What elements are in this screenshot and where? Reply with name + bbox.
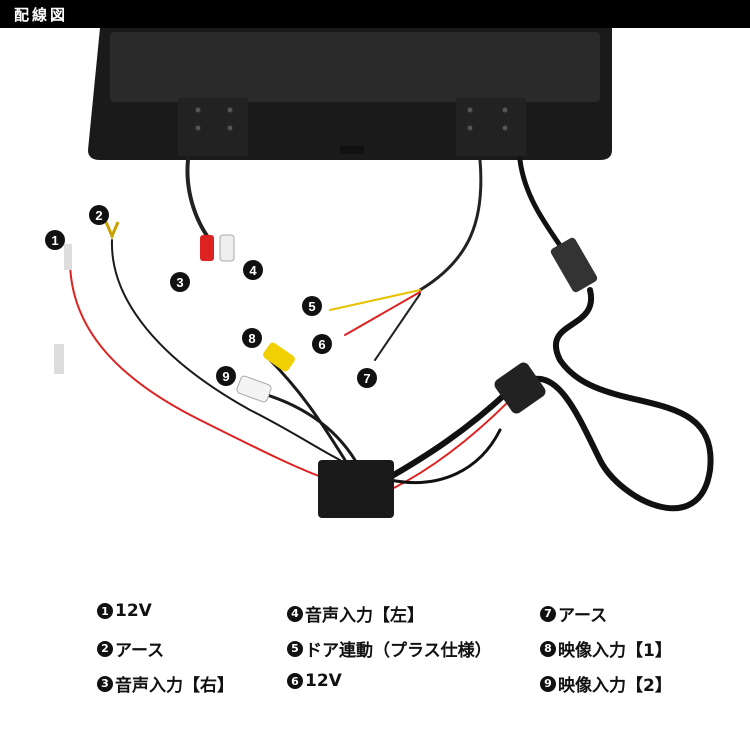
number-badge: 4 (287, 605, 303, 622)
svg-text:6: 6 (318, 337, 325, 352)
header-bar: 配線図 (0, 0, 750, 28)
number-badge: 3 (97, 675, 113, 692)
number-badge: 6 (287, 673, 303, 689)
legend-label: 映像入力【1】 (558, 641, 672, 661)
page-title: 配線図 (14, 6, 69, 24)
connectors (54, 221, 546, 518)
number-badge: 7 (540, 605, 556, 622)
svg-text:3: 3 (176, 275, 183, 290)
legend-label: アース (558, 606, 608, 626)
legend-label: 12V (305, 671, 342, 691)
svg-text:8: 8 (248, 331, 255, 346)
number-badge: 1 (97, 603, 113, 619)
callout-5: 5 (302, 296, 322, 316)
callout-7: 7 (357, 368, 377, 388)
callout-2: 2 (89, 205, 109, 225)
number-badge: 9 (540, 675, 556, 692)
legend-label: ドア連動（プラス仕様） (305, 641, 492, 661)
number-badge: 2 (97, 640, 113, 657)
legend-label: 音声入力【右】 (115, 676, 234, 696)
legend-label: 12V (115, 601, 152, 621)
cables (69, 157, 714, 512)
number-badge: 5 (287, 640, 303, 657)
svg-text:7: 7 (363, 371, 370, 386)
svg-text:9: 9 (222, 369, 229, 384)
legend-label: アース (115, 641, 165, 661)
svg-text:1: 1 (51, 233, 58, 248)
legend-label: 映像入力【2】 (558, 676, 672, 696)
callout-4: 4 (243, 260, 263, 280)
callout-1: 1 (45, 230, 65, 250)
svg-text:4: 4 (249, 263, 257, 278)
callout-9: 9 (216, 366, 236, 386)
callout-8: 8 (242, 328, 262, 348)
number-badge: 8 (540, 640, 556, 657)
svg-text:2: 2 (95, 208, 102, 223)
callout-6: 6 (312, 334, 332, 354)
svg-text:5: 5 (308, 299, 315, 314)
monitor-housing (88, 28, 612, 160)
legend-label: 音声入力【左】 (305, 606, 424, 626)
callout-3: 3 (170, 272, 190, 292)
wiring-photo: 1 2 3 4 5 6 7 8 9 (45, 28, 714, 518)
